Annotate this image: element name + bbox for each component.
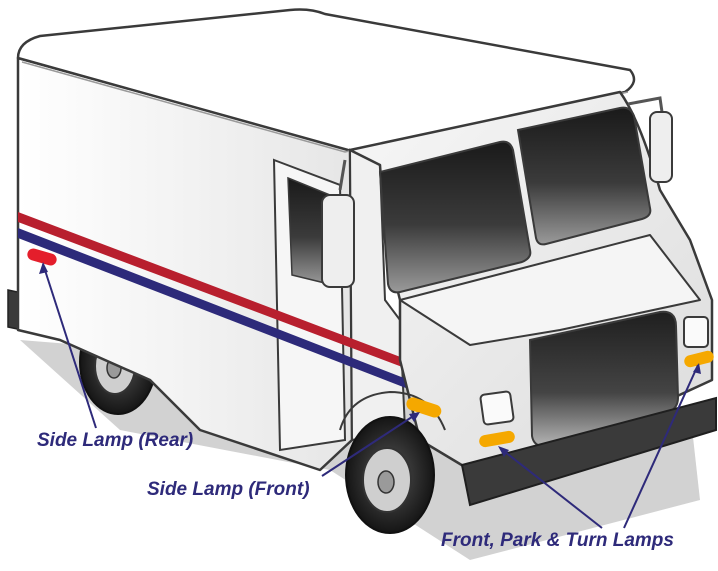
label-front-park-turn-lamps: Front, Park & Turn Lamps: [441, 531, 674, 550]
headlight-left: [480, 391, 514, 425]
label-side-lamp-rear: Side Lamp (Rear): [37, 431, 193, 450]
front-wheel: [346, 417, 434, 533]
headlight-right: [684, 317, 708, 347]
label-side-lamp-front: Side Lamp (Front): [147, 480, 310, 499]
